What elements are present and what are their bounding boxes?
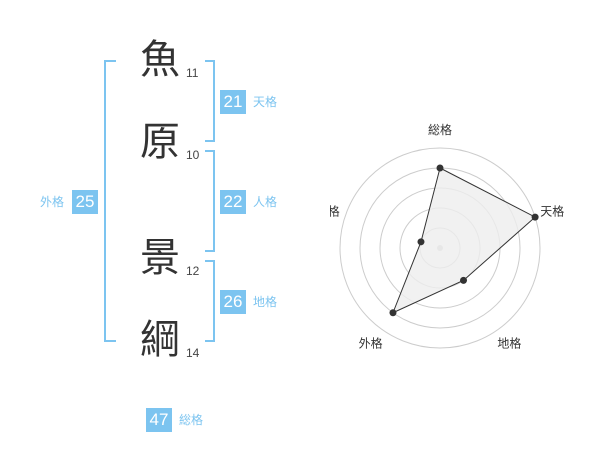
chikaku-value-badge: 26 (220, 290, 246, 314)
gaikaku-value-badge: 25 (72, 190, 98, 214)
radar-axis-label-1: 総格 (428, 122, 452, 137)
gaikaku-bracket (104, 60, 116, 342)
jinkaku-label: 人格 (253, 195, 278, 209)
chikaku-bracket (205, 260, 215, 342)
radar-point-4 (389, 309, 397, 317)
name-char-3: 景 (140, 235, 180, 281)
gaikaku-label: 外格 (40, 195, 65, 209)
radar-polygon (392, 167, 536, 314)
jinkaku-value-badge: 22 (220, 190, 246, 214)
radar-points (389, 164, 539, 317)
radar-point-3 (460, 276, 468, 284)
radar-grid-ring (339, 147, 541, 349)
radar-axis-label-4: 外格 (359, 336, 383, 351)
stroke-count-1: 11 (186, 66, 199, 80)
name-char-2: 原 (140, 119, 180, 165)
radar-point-1 (436, 164, 444, 172)
stroke-count-4: 14 (186, 346, 200, 360)
soukaku-label: 総格 (179, 413, 204, 427)
soukaku-value-badge: 47 (146, 408, 172, 432)
chikaku-label: 地格 (253, 295, 278, 309)
radar-point-2 (531, 213, 539, 221)
name-char-1: 魚 (140, 37, 180, 83)
stroke-count-3: 12 (186, 264, 200, 278)
tenkaku-value-badge: 21 (220, 90, 246, 114)
stroke-count-2: 10 (186, 148, 200, 162)
radar-point-5 (417, 238, 425, 246)
jinkaku-bracket (205, 150, 215, 252)
radar-axis-label-5: 人格 (330, 204, 340, 219)
radar-axis-label-3: 地格 (497, 336, 521, 351)
radar-axis-label-2: 天格 (540, 204, 564, 219)
tenkaku-bracket (205, 60, 215, 142)
tenkaku-label: 天格 (253, 95, 278, 109)
name-char-4: 綱 (140, 317, 180, 363)
